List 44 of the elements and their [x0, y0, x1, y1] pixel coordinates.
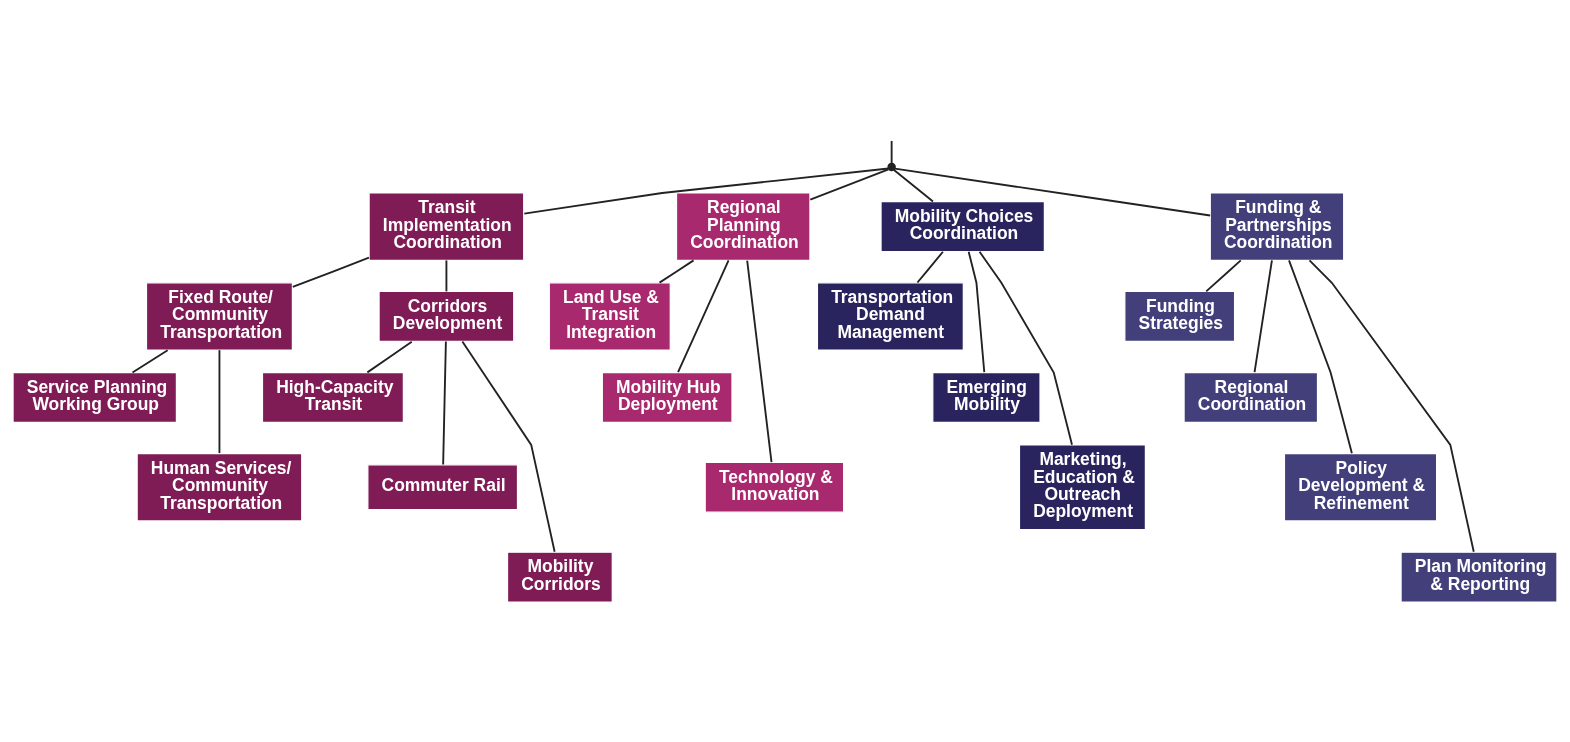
connector	[916, 250, 944, 284]
connector	[893, 169, 934, 203]
connector	[677, 259, 730, 373]
connector	[1308, 259, 1475, 553]
connector	[366, 340, 413, 374]
connector	[131, 349, 169, 374]
node-box: Regional Planning Coordination	[675, 192, 811, 261]
node-box: Commuter Rail	[367, 464, 519, 511]
connector	[978, 250, 1073, 446]
connector	[442, 340, 447, 466]
node-box: Technology & Innovation	[704, 461, 845, 513]
node-box: Marketing, Education & Outreach Deployment	[1018, 444, 1147, 531]
node-box: Emerging Mobility	[932, 371, 1041, 424]
node-box: Plan Monitoring & Reporting	[1400, 551, 1558, 603]
node-box: Funding & Partnerships Coordination	[1209, 192, 1345, 261]
node-box: Funding Strategies	[1124, 290, 1236, 342]
connector	[1253, 259, 1273, 373]
node-box: High-Capacity Transit	[261, 371, 404, 424]
connector	[809, 168, 890, 201]
node-box: Transportation Demand Management	[816, 282, 964, 351]
connector	[1288, 259, 1353, 455]
connector	[746, 259, 773, 463]
connector	[291, 256, 370, 288]
connector	[461, 340, 556, 553]
node-box: Mobility Corridors	[506, 551, 613, 603]
node-point	[887, 162, 896, 172]
connector	[658, 259, 695, 284]
node-box: Policy Development & Refinement	[1283, 453, 1438, 522]
node-box: Corridors Development	[378, 290, 515, 342]
connector	[890, 140, 893, 165]
connector	[1205, 259, 1242, 293]
node-box: Human Services/ Community Transportation	[136, 453, 303, 522]
node-box: Regional Coordination	[1183, 371, 1319, 424]
connector	[894, 167, 1212, 217]
node-box: Transit Implementation Coordination	[368, 192, 525, 261]
connector	[218, 349, 221, 455]
node-box: Mobility Hub Deployment	[601, 371, 733, 424]
connector	[523, 167, 890, 215]
connector	[445, 259, 448, 293]
node-box: Mobility Choices Coordination	[880, 201, 1046, 253]
connector	[967, 250, 986, 374]
node-box: Land Use & Transit Integration	[548, 282, 671, 351]
node-box: Service Planning Working Group	[12, 371, 178, 424]
node-box: Fixed Route/ Community Transportation	[145, 282, 294, 351]
